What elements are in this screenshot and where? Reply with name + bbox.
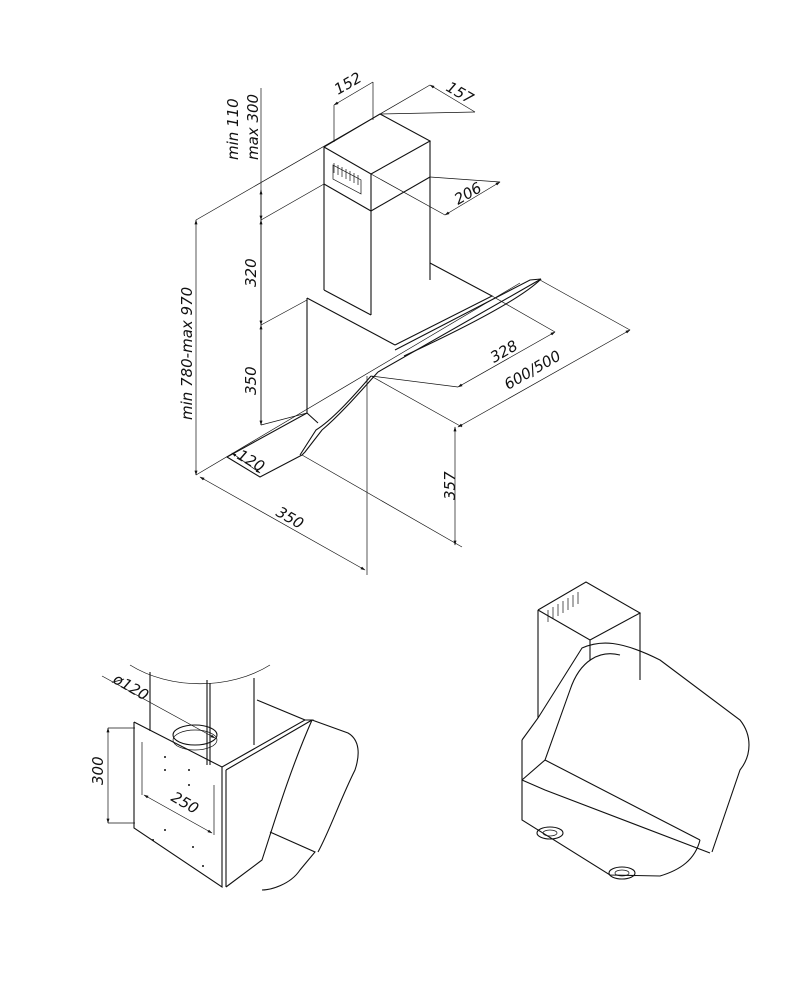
dimension-lines [194,81,631,575]
dim-total-depth: 350 [273,503,307,533]
dim-chimney-width-top: 157 [443,78,477,108]
mounting-holes [152,756,204,867]
dim-upper-chimney-height: 320 [242,258,260,287]
dim-chimney-width: 206 [451,179,485,209]
mount-view: ø120 300 250 [89,664,359,891]
dim-front-height: 357 [441,471,459,500]
dim-total-height: min 780-max 970 [178,287,196,420]
vent-grille-icon [333,163,359,185]
light-icon [536,826,564,840]
chimney [323,113,432,316]
light-icon [608,866,636,880]
dim-glass-depth: 328 [487,337,521,367]
dim-duct-diameter: ø120 [109,669,152,704]
dim-plate-height: 300 [89,756,107,785]
dim-chimney-min: min 110 [224,98,242,160]
dim-chimney-max: max 300 [244,94,262,160]
perspective-view [521,581,750,880]
vent-grille-icon [547,592,579,622]
hood-body [225,262,542,478]
dim-body-height: 350 [242,366,260,395]
dim-chimney-depth: 152 [331,69,365,99]
main-hood-view: 152 157 min 110 max 300 206 320 min 780-… [178,69,631,575]
dim-plate-width: 250 [168,788,202,818]
